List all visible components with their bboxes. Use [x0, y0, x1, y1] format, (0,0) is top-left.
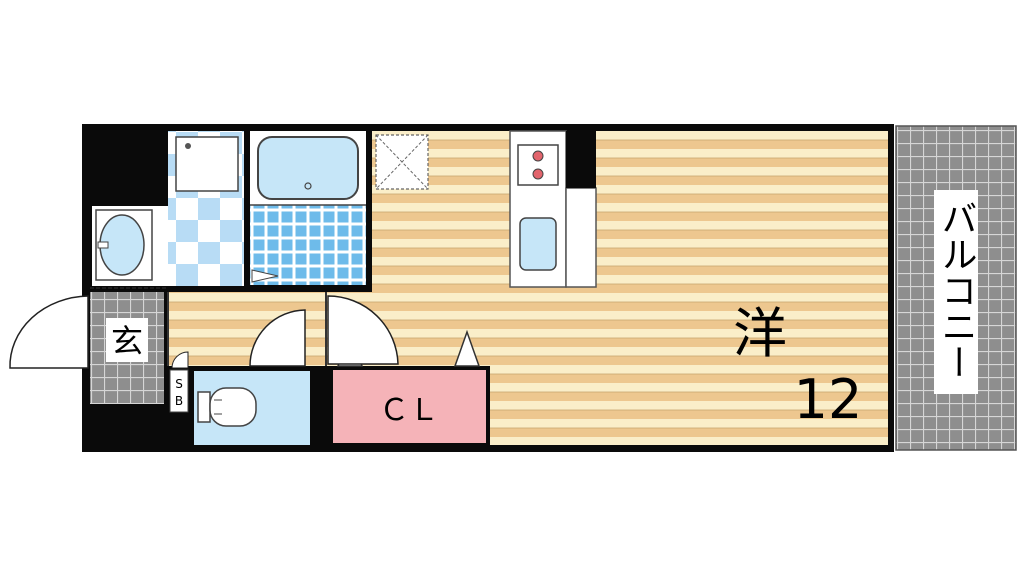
washroom: [92, 131, 244, 286]
balcony-label: バルコニー: [936, 200, 977, 380]
kitchen-counter: [509, 130, 597, 288]
stove-icon: [517, 144, 559, 186]
fridge-space-icon: [375, 134, 429, 190]
entrance-label: 玄: [111, 322, 143, 360]
bathroom: [250, 131, 366, 285]
toilet-icon: [197, 387, 257, 427]
door-swing-icon: [327, 295, 399, 365]
door-swing-icon: [9, 295, 89, 369]
washbasin-icon: [95, 209, 153, 281]
closet: [329, 366, 490, 447]
shoebox-label-top: S: [175, 377, 183, 391]
shoebox-label-bottom: B: [175, 394, 183, 408]
sink-icon: [519, 217, 557, 271]
shower-icon: [251, 269, 279, 283]
western-room-size: 12: [794, 368, 863, 431]
shoebox: [169, 369, 189, 413]
toilet-room: [194, 371, 310, 445]
closet-label: ＣＬ: [379, 393, 439, 428]
bathtub-icon: [257, 136, 359, 200]
western-room-label: 洋: [733, 302, 787, 365]
closet-door-icon: [453, 329, 481, 367]
door-swing-icon: [171, 351, 189, 369]
door-swing-icon: [249, 309, 306, 367]
